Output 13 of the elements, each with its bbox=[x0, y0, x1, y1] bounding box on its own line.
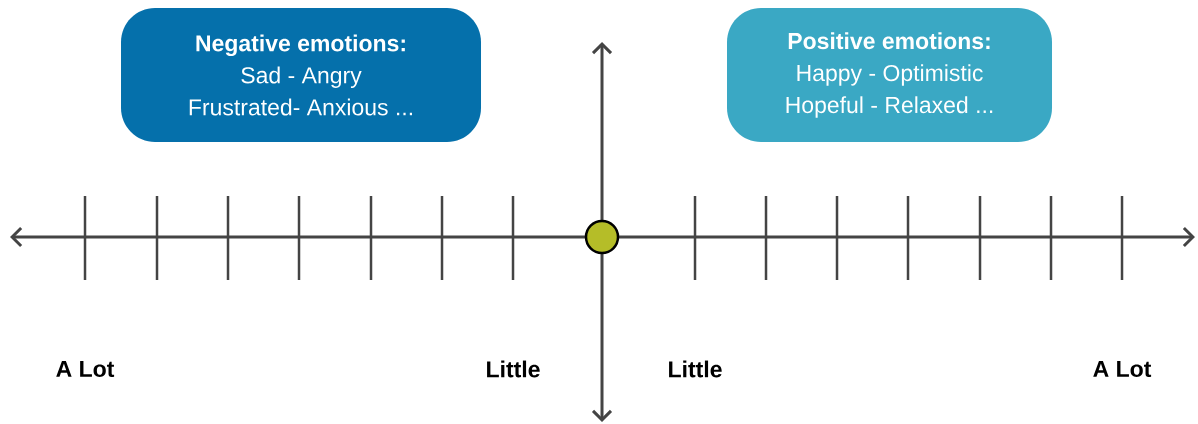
emotion-list: Happy - Optimistic bbox=[797, 64, 983, 86]
scale-label: Little bbox=[487, 360, 540, 378]
origin-dot bbox=[584, 219, 620, 255]
emotion-list: Hopeful - Relaxed ... bbox=[786, 96, 993, 118]
scale-label: Little bbox=[669, 360, 722, 378]
scale-label: A Lot bbox=[56, 360, 115, 377]
emotion-list: Sad - Angry bbox=[241, 66, 362, 88]
scale-label: A Lot bbox=[1093, 360, 1152, 377]
box-heading: Positive emotions: bbox=[788, 32, 990, 50]
box-heading: Negative emotions: bbox=[196, 34, 405, 57]
emotion-box bbox=[121, 8, 481, 142]
emotion-box bbox=[727, 8, 1052, 142]
emotion-list: Frustrated- Anxious ... bbox=[189, 98, 412, 116]
